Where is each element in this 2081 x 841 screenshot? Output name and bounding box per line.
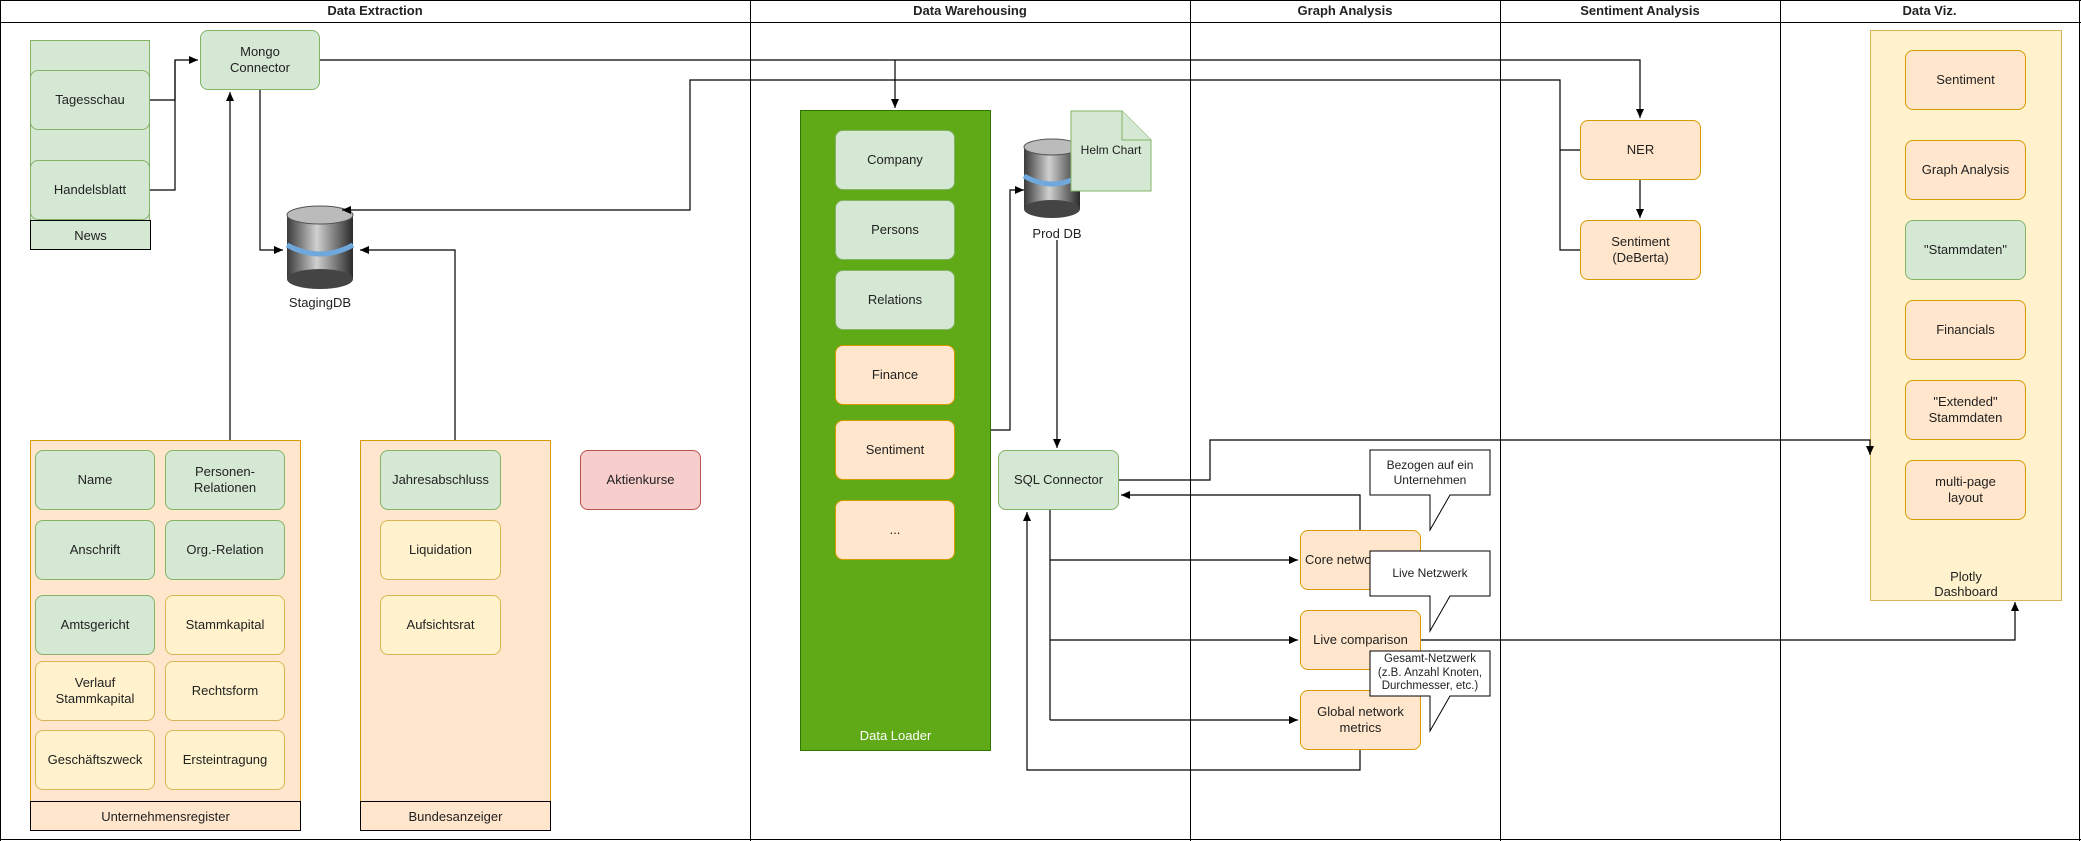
register-field-anschrift[interactable]: Anschrift (35, 520, 155, 580)
live-comparison-node[interactable]: Live comparison (1300, 610, 1421, 670)
frame-bottom-line (0, 839, 2081, 840)
register-field-name[interactable]: Name (35, 450, 155, 510)
global-metrics-label: Global network metrics (1317, 703, 1404, 735)
ner-node[interactable]: NER (1580, 120, 1701, 180)
callout-core-network: Bezogen auf ein Unternehmen (1370, 450, 1490, 495)
register-field-org-relation[interactable]: Org.-Relation (165, 520, 285, 580)
news-source-handelsblatt[interactable]: Handelsblatt (30, 160, 150, 220)
helm-chart-note[interactable] (1070, 110, 1152, 192)
unternehmensregister-caption: Unternehmensregister (30, 801, 301, 831)
bundesanzeiger-caption: Bundesanzeiger (360, 801, 551, 831)
frame-top-line (0, 0, 2081, 1)
loader-item-more[interactable]: ... (835, 500, 955, 560)
dashboard-item-extended-label: "Extended" Stammdaten (1928, 393, 2003, 425)
register-field-geschaeftszweck[interactable]: Geschäftszweck (35, 730, 155, 790)
lane-title-graph-analysis: Graph Analysis (1297, 3, 1393, 18)
sql-connector-node[interactable]: SQL Connector (998, 450, 1119, 510)
bundesanzeiger-field-liquidation[interactable]: Liquidation (380, 520, 501, 580)
loader-item-company[interactable]: Company (835, 130, 955, 190)
register-field-amtsgericht[interactable]: Amtsgericht (35, 595, 155, 655)
dashboard-item-financials[interactable]: Financials (1905, 300, 2026, 360)
register-field-stammkapital[interactable]: Stammkapital (165, 595, 285, 655)
callout-global-network: Gesamt-Netzwerk (z.B. Anzahl Knoten, Dur… (1370, 651, 1490, 696)
global-metrics-node[interactable]: Global network metrics (1300, 690, 1421, 750)
bundesanzeiger-field-jahresabschluss[interactable]: Jahresabschluss (380, 450, 501, 510)
sentiment-model-label: Sentiment (DeBerta) (1611, 233, 1670, 265)
lane-divider (0, 0, 1, 841)
mongo-connector-label: Mongo Connector (230, 43, 290, 75)
dashboard-item-sentiment[interactable]: Sentiment (1905, 50, 2026, 110)
news-caption: News (30, 220, 151, 250)
loader-item-finance[interactable]: Finance (835, 345, 955, 405)
loader-item-persons[interactable]: Persons (835, 200, 955, 260)
lane-divider (1190, 0, 1191, 841)
callout-live-text: Live Netzwerk (1392, 566, 1468, 581)
plotly-dashboard-caption: Plotly Dashboard (1870, 569, 2062, 600)
prod-db-label: Prod DB (1032, 226, 1082, 241)
register-field-ersteintragung[interactable]: Ersteintragung (165, 730, 285, 790)
dashboard-item-stammdaten[interactable]: "Stammdaten" (1905, 220, 2026, 280)
loader-item-sentiment[interactable]: Sentiment (835, 420, 955, 480)
staging-db-label: StagingDB (288, 295, 352, 310)
aktienkurse-node[interactable]: Aktienkurse (580, 450, 701, 510)
sentiment-model-node[interactable]: Sentiment (DeBerta) (1580, 220, 1701, 280)
lane-title-data-extraction: Data Extraction (327, 3, 423, 18)
database-icon (285, 205, 355, 290)
dashboard-item-multi-page-layout[interactable]: multi-page layout (1905, 460, 2026, 520)
bundesanzeiger-field-aufsichtsrat[interactable]: Aufsichtsrat (380, 595, 501, 655)
dashboard-item-graph-analysis[interactable]: Graph Analysis (1905, 140, 2026, 200)
header-bottom-line (0, 22, 2081, 23)
callout-live-network: Live Netzwerk (1370, 551, 1490, 596)
lane-divider (1500, 0, 1501, 841)
register-field-verlauf-stammkapital[interactable]: Verlauf Stammkapital (35, 661, 155, 721)
lane-divider (1780, 0, 1781, 841)
lane-divider (2079, 0, 2080, 841)
lane-title-sentiment-analysis: Sentiment Analysis (1580, 3, 1700, 18)
callout-core-text: Bezogen auf ein Unternehmen (1386, 458, 1474, 487)
dashboard-item-multipage-label: multi-page layout (1935, 473, 1996, 505)
lane-title-data-warehousing: Data Warehousing (913, 3, 1027, 18)
helm-chart-label: Helm Chart (1080, 142, 1142, 157)
loader-item-relations[interactable]: Relations (835, 270, 955, 330)
lane-divider (750, 0, 751, 841)
register-field-rechtsform[interactable]: Rechtsform (165, 661, 285, 721)
lane-title-data-viz: Data Viz. (1902, 3, 1957, 18)
callout-global-text: Gesamt-Netzwerk (z.B. Anzahl Knoten, Dur… (1377, 652, 1483, 693)
news-source-tagesschau[interactable]: Tagesschau (30, 70, 150, 130)
dashboard-item-extended-stammdaten[interactable]: "Extended" Stammdaten (1905, 380, 2026, 440)
data-loader-caption: Data Loader (859, 727, 932, 743)
mongo-connector-node[interactable]: Mongo Connector (200, 30, 320, 90)
plotly-dashboard-label: Plotly Dashboard (1934, 569, 1998, 599)
register-field-personen-relationen[interactable]: Personen-Relationen (165, 450, 285, 510)
